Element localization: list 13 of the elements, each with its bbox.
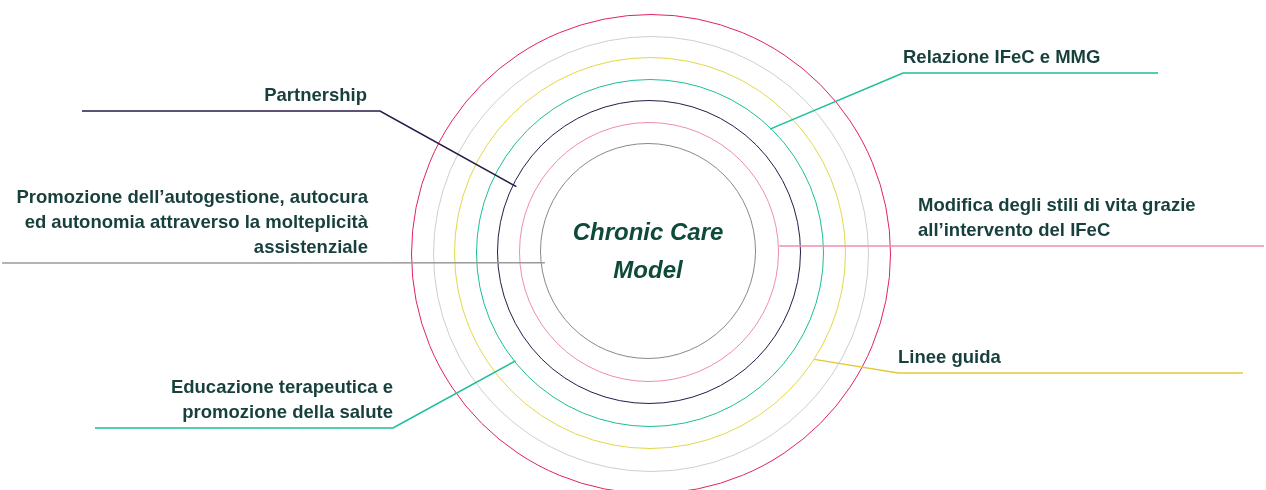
- topic-label: Relazione IFeC e MMG: [903, 38, 1160, 76]
- topic-label: Modifica degli stili di vita grazie all’intervento del IFeC: [918, 183, 1266, 249]
- leader-line: [769, 72, 1159, 130]
- topic-label: Promozione dell’autogestione, autocura ed autonomia attraverso la molteplicità assistenziale: [0, 168, 368, 266]
- leader-line: [1, 262, 546, 264]
- leader-line: [813, 358, 1244, 374]
- topic-label: Linee guida: [898, 338, 1245, 376]
- leader-line: [778, 245, 1265, 247]
- leader-line: [94, 360, 517, 429]
- center-title: Chronic Care Model: [571, 217, 725, 285]
- leader-line: [81, 110, 518, 188]
- topic-label: Partnership: [80, 72, 367, 114]
- topic-label: Educazione terapeutica e promozione della salute: [93, 358, 393, 431]
